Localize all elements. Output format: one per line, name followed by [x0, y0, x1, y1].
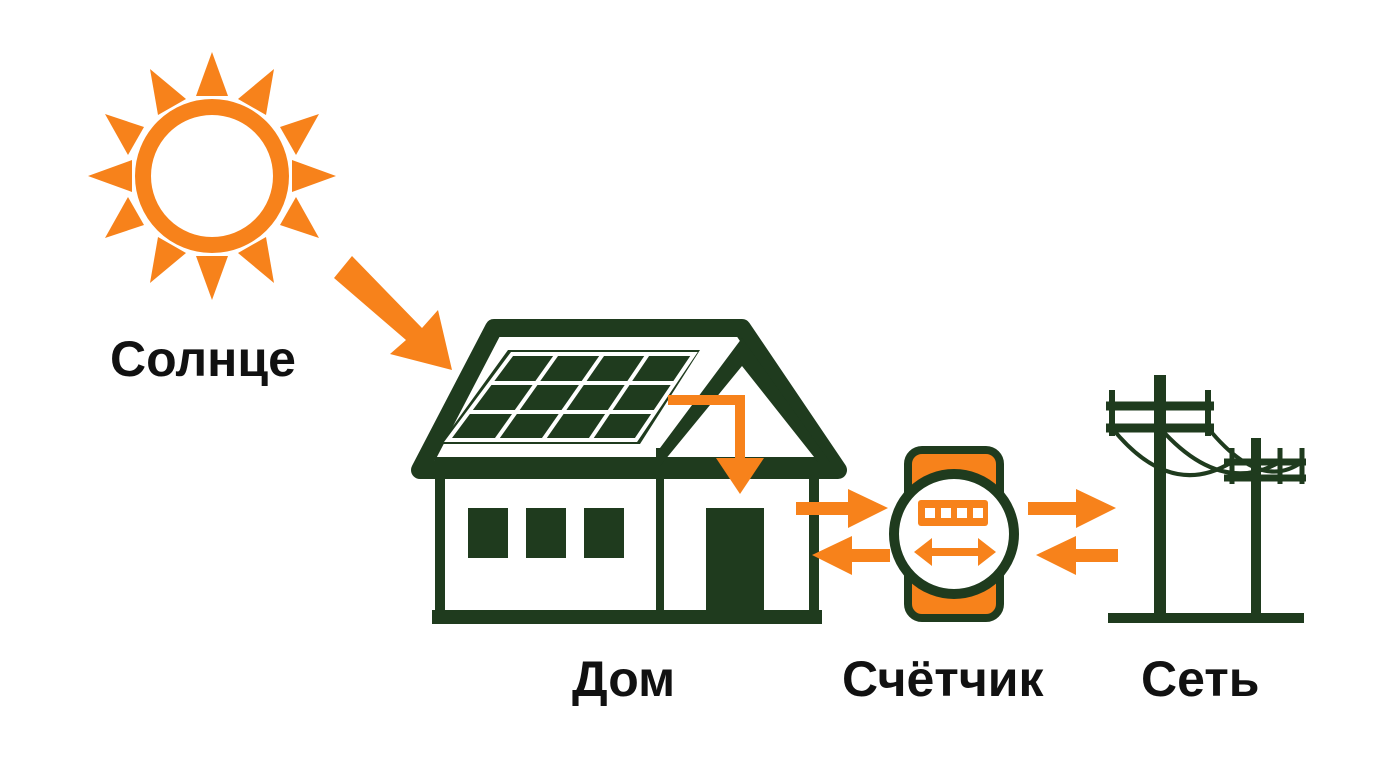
house-icon	[411, 319, 847, 624]
house-to-meter-arrow	[796, 489, 888, 528]
meter-label: Счётчик	[842, 651, 1044, 707]
meter-icon	[889, 446, 1019, 622]
grid-to-meter-arrow	[1036, 536, 1118, 575]
panel-to-house-arrow	[668, 395, 764, 494]
meter-to-grid-arrow	[1028, 489, 1116, 528]
power-pole-icon	[1106, 375, 1306, 623]
solar-panel-icon	[440, 350, 700, 444]
sun-to-panel-arrow	[334, 256, 452, 370]
sun-label: Солнце	[110, 331, 296, 387]
house-label: Дом	[572, 651, 676, 707]
grid-label: Сеть	[1141, 651, 1260, 707]
sun-icon	[88, 52, 336, 300]
meter-to-house-arrow	[812, 536, 890, 575]
